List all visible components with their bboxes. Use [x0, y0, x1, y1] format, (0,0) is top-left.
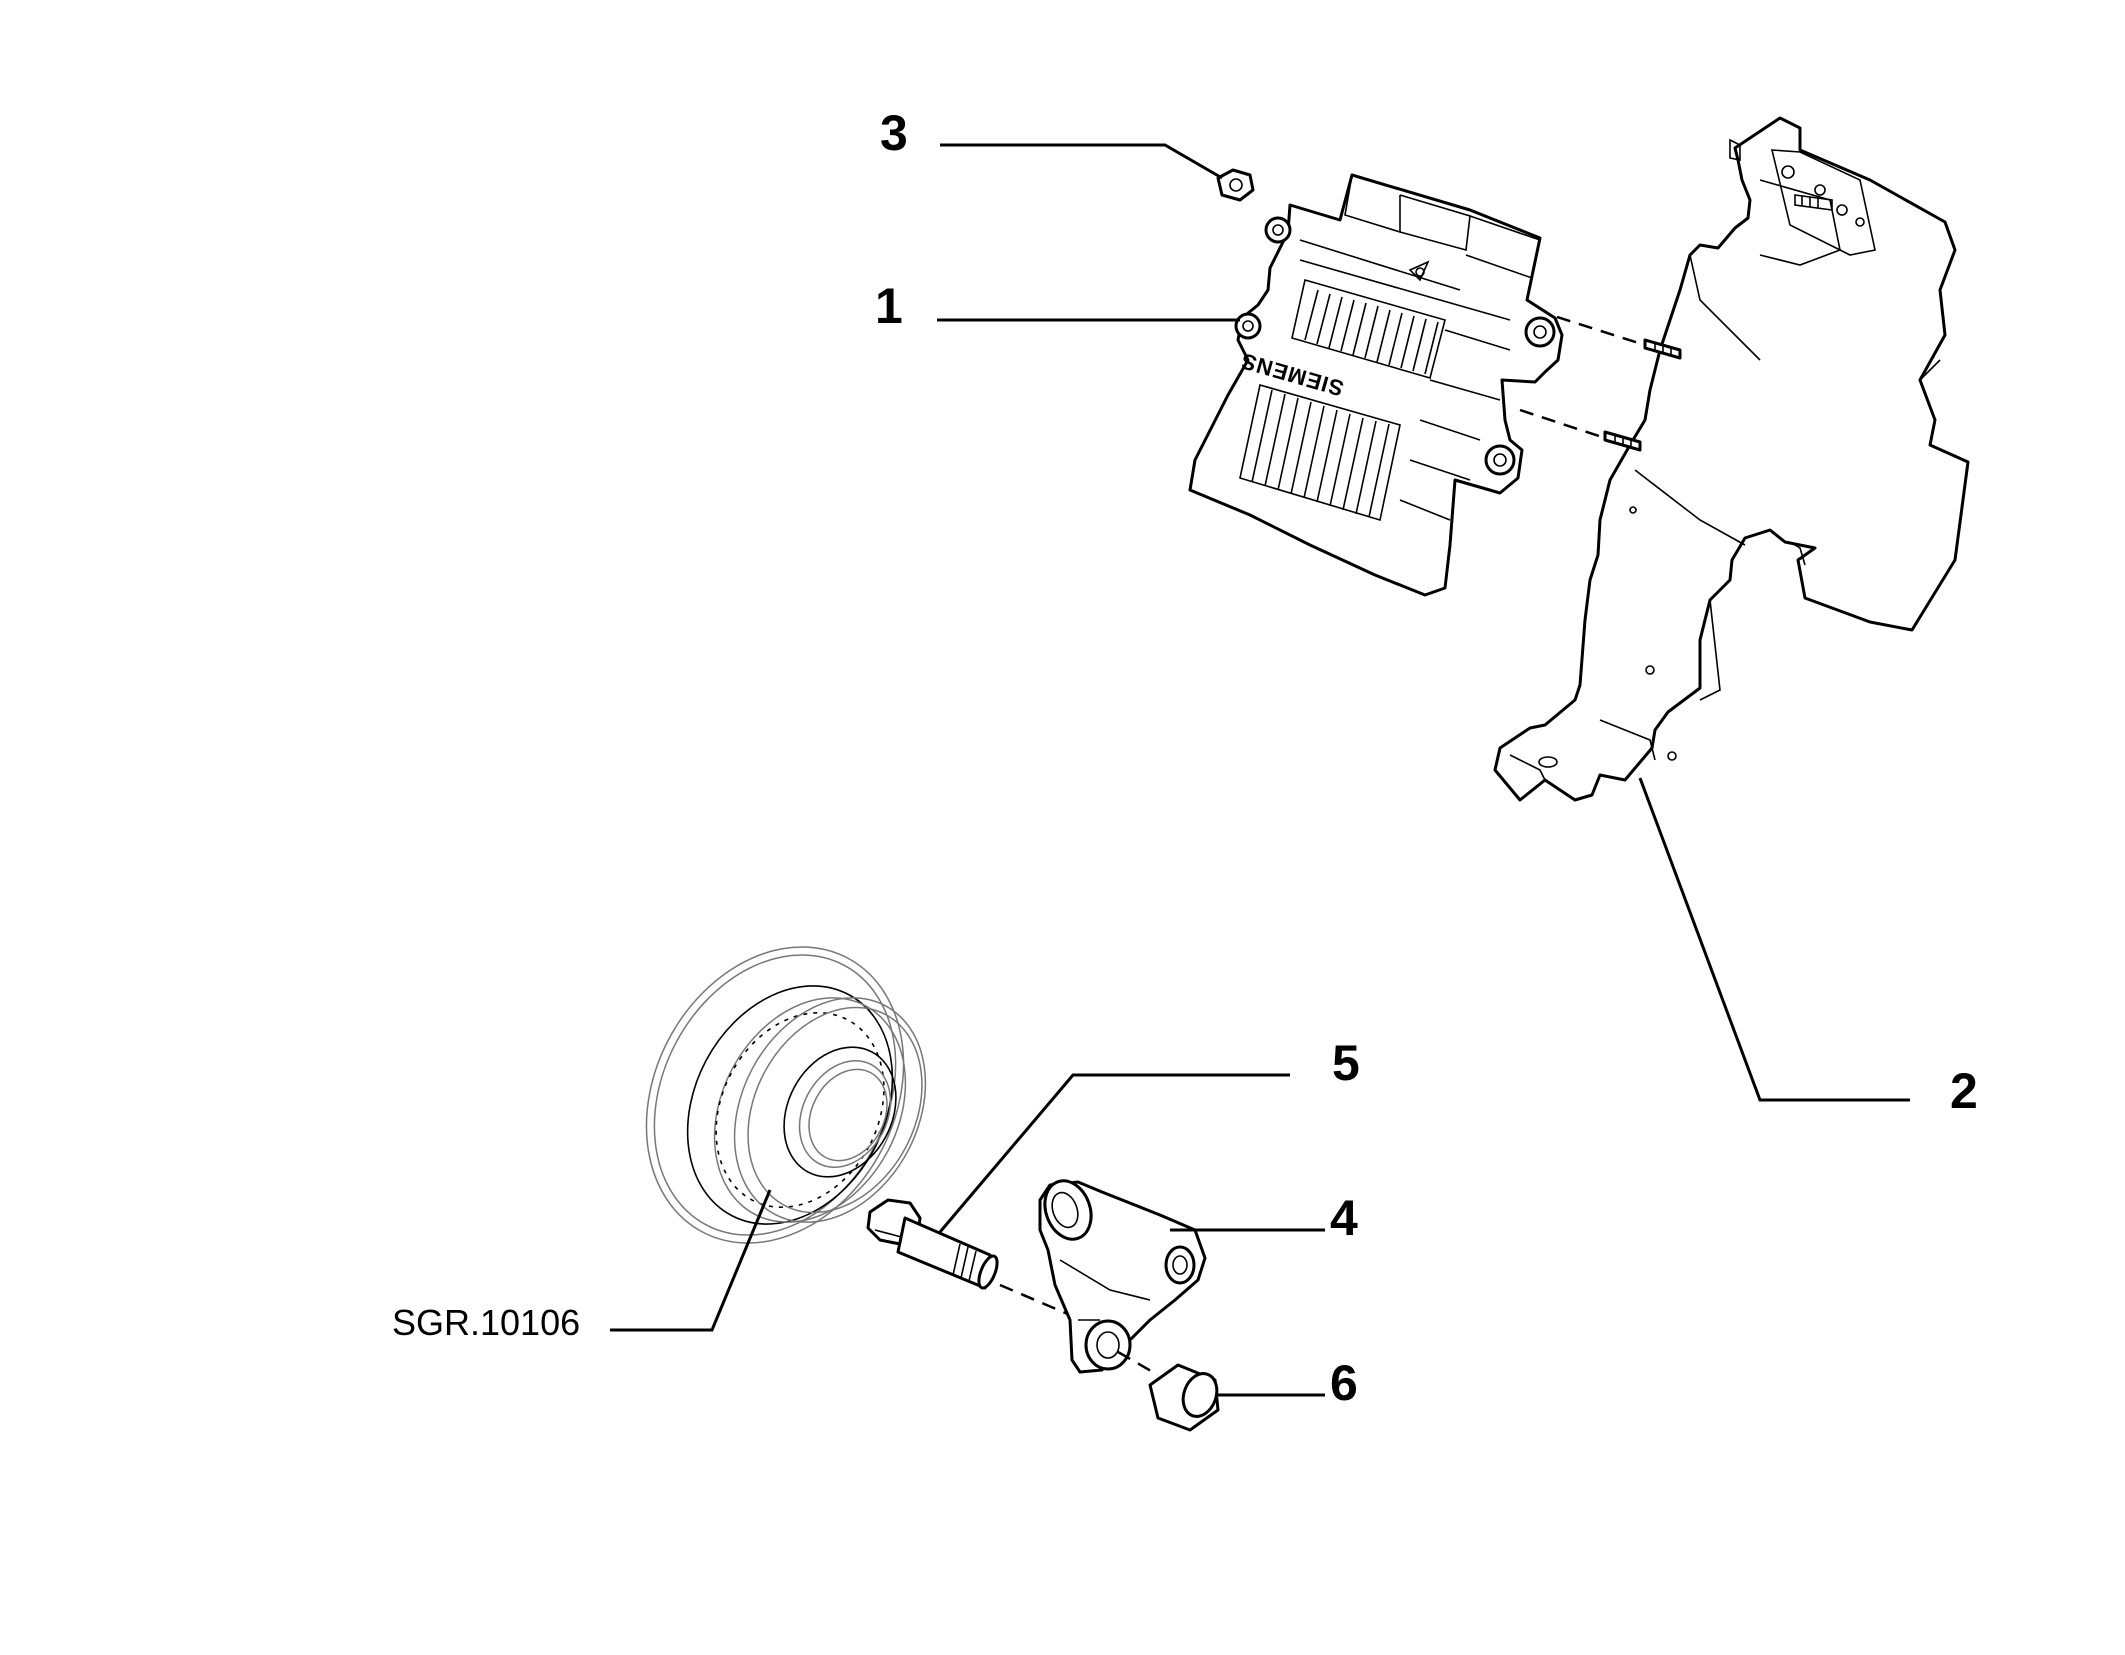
- hex-nut: [1216, 168, 1255, 202]
- callout-3: 3: [880, 105, 908, 161]
- callout-1: 1: [875, 278, 903, 334]
- flange-bolt: [866, 1198, 999, 1290]
- mounting-bracket: [1493, 116, 1970, 802]
- callout-6: 6: [1330, 1355, 1358, 1411]
- callout-4: 4: [1330, 1190, 1358, 1246]
- callout-2: 2: [1950, 1063, 1978, 1119]
- engine-control-unit: SIEMENS: [1188, 173, 1564, 597]
- toothed-pulley: [645, 946, 927, 1244]
- position-sensor: [1038, 1179, 1207, 1374]
- callout-5: 5: [1332, 1035, 1360, 1091]
- mounting-studs: [1519, 308, 1682, 452]
- spacer-bush: [1148, 1363, 1220, 1432]
- callout-pulley-reference: SGR.10106: [392, 1302, 580, 1343]
- leader-lines: [610, 143, 1910, 1397]
- heatsink-fins-upper: [1291, 278, 1446, 379]
- heatsink-fins-lower: [1239, 383, 1401, 522]
